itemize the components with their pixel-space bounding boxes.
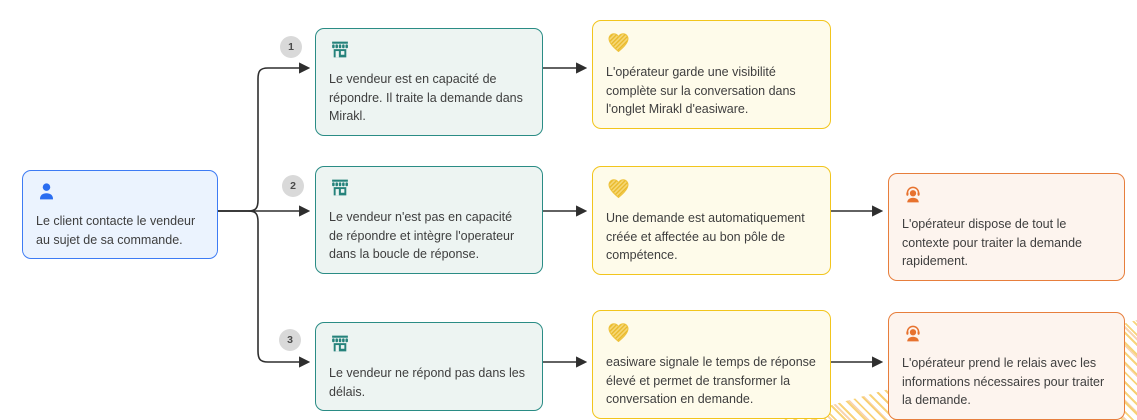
vendor-card-1: Le vendeur est en capacité de répondre. … [315,28,543,136]
scribble-heart-icon [606,321,631,343]
easiware-text-3: easiware signale le temps de réponse éle… [606,355,816,406]
step-badge-1: 1 [280,36,302,58]
easiware-card-2: Une demande est automatiquement créée et… [592,166,831,275]
operator-card-3: L'opérateur prend le relais avec les inf… [888,312,1125,420]
person-icon [36,181,57,203]
client-text: Le client contacte le vendeur au sujet d… [36,214,196,247]
operator-text-3: L'opérateur prend le relais avec les inf… [902,356,1105,407]
easiware-card-3: easiware signale le temps de réponse éle… [592,310,831,419]
vendor-card-2: Le vendeur n'est pas en capacité de répo… [315,166,543,274]
step-badge-3: 3 [279,329,301,351]
support-agent-icon [902,323,924,345]
operator-text-2: L'opérateur dispose de tout le contexte … [902,217,1082,268]
step-badge-2: 2 [282,175,304,197]
easiware-card-1: L'opérateur garde une visibilité complèt… [592,20,831,129]
easiware-text-2: Une demande est automatiquement créée et… [606,211,805,262]
client-card: Le client contacte le vendeur au sujet d… [22,170,218,259]
scribble-heart-icon [606,31,631,53]
support-agent-icon [902,184,924,206]
scribble-heart-icon [606,177,631,199]
vendor-text-1: Le vendeur est en capacité de répondre. … [329,72,523,123]
storefront-icon [329,39,351,61]
easiware-text-1: L'opérateur garde une visibilité complèt… [606,65,796,116]
vendor-text-3: Le vendeur ne répond pas dans les délais… [329,366,525,399]
storefront-icon [329,333,351,355]
operator-card-2: L'opérateur dispose de tout le contexte … [888,173,1125,281]
vendor-card-3: Le vendeur ne répond pas dans les délais… [315,322,543,411]
vendor-text-2: Le vendeur n'est pas en capacité de répo… [329,210,515,261]
storefront-icon [329,177,351,199]
